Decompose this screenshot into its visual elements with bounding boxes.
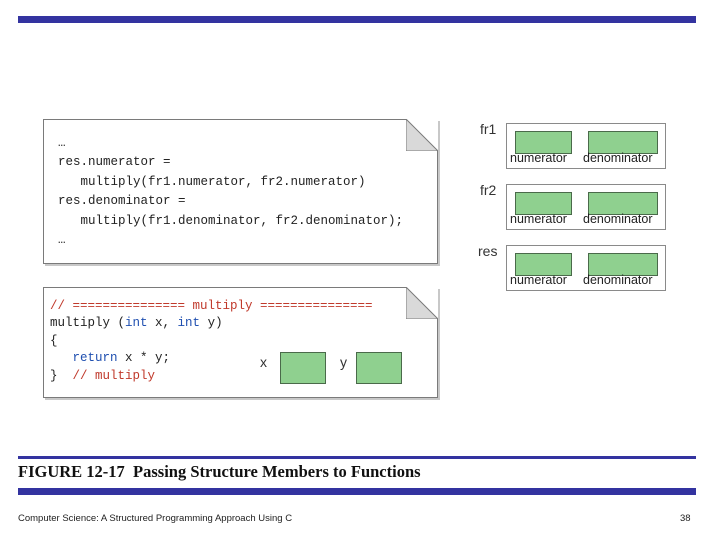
field-denominator-box bbox=[588, 253, 658, 276]
page-number: 38 bbox=[680, 513, 691, 524]
field-denominator-label: denominator bbox=[583, 212, 653, 226]
param-x-label: x bbox=[260, 354, 267, 370]
field-denominator-label: denominator bbox=[583, 151, 653, 165]
code-line: res.denominator = bbox=[58, 194, 186, 209]
code-text: multiply ( bbox=[50, 316, 126, 331]
code-comment: // =============== multiply ============… bbox=[50, 299, 373, 313]
code-text: { bbox=[50, 333, 58, 348]
caption-bottom-rule bbox=[18, 488, 696, 495]
folded-corner-icon bbox=[406, 287, 438, 319]
field-denominator-box bbox=[588, 192, 658, 215]
param-y-label: y bbox=[340, 354, 347, 370]
caption-top-rule bbox=[18, 456, 696, 459]
field-numerator-box bbox=[515, 192, 572, 215]
field-numerator-label: numerator bbox=[510, 273, 567, 287]
function-code: // =============== multiply ============… bbox=[50, 298, 373, 385]
struct-fr2-box: numerator denominator bbox=[506, 184, 666, 230]
code-line: multiply(fr1.numerator, fr2.numerator) bbox=[58, 174, 366, 189]
code-keyword: int bbox=[177, 316, 201, 331]
code-comment: // multiply bbox=[57, 368, 156, 383]
caller-code-note: … res.numerator = multiply(fr1.numerator… bbox=[43, 119, 438, 264]
code-line: … bbox=[58, 136, 66, 150]
code-text: x * y; bbox=[117, 351, 171, 366]
code-keyword: int bbox=[125, 316, 148, 331]
folded-corner-icon bbox=[406, 119, 438, 151]
field-numerator-label: numerator bbox=[510, 212, 567, 226]
struct-fr2-label: fr2 bbox=[480, 182, 497, 198]
param-y-box bbox=[356, 352, 402, 384]
field-denominator-box bbox=[588, 131, 658, 154]
code-text: } bbox=[50, 368, 58, 383]
field-numerator-box bbox=[515, 131, 572, 154]
struct-res-label: res bbox=[478, 243, 498, 259]
footer-book-title: Computer Science: A Structured Programmi… bbox=[18, 513, 293, 524]
code-text: y) bbox=[200, 316, 223, 331]
function-code-note: // =============== multiply ============… bbox=[43, 287, 438, 398]
field-numerator-box bbox=[515, 253, 572, 276]
code-keyword: return bbox=[50, 351, 118, 366]
code-line: … bbox=[58, 233, 66, 248]
figure-caption: FIGURE 12-17 Passing Structure Members t… bbox=[18, 462, 421, 481]
top-rule bbox=[18, 16, 696, 23]
struct-fr1-label: fr1 bbox=[480, 121, 497, 137]
struct-res-box: numerator denominator bbox=[506, 245, 666, 291]
code-text: x, bbox=[147, 316, 178, 331]
param-x-box bbox=[280, 352, 326, 384]
caller-code: … res.numerator = multiply(fr1.numerator… bbox=[58, 134, 403, 250]
code-line: res.numerator = bbox=[58, 155, 171, 170]
code-line: multiply(fr1.denominator, fr2.denominato… bbox=[58, 213, 404, 228]
struct-fr1-box: numerator denominator bbox=[506, 123, 666, 169]
field-numerator-label: numerator bbox=[510, 151, 567, 165]
field-denominator-label: denominator bbox=[583, 273, 653, 287]
